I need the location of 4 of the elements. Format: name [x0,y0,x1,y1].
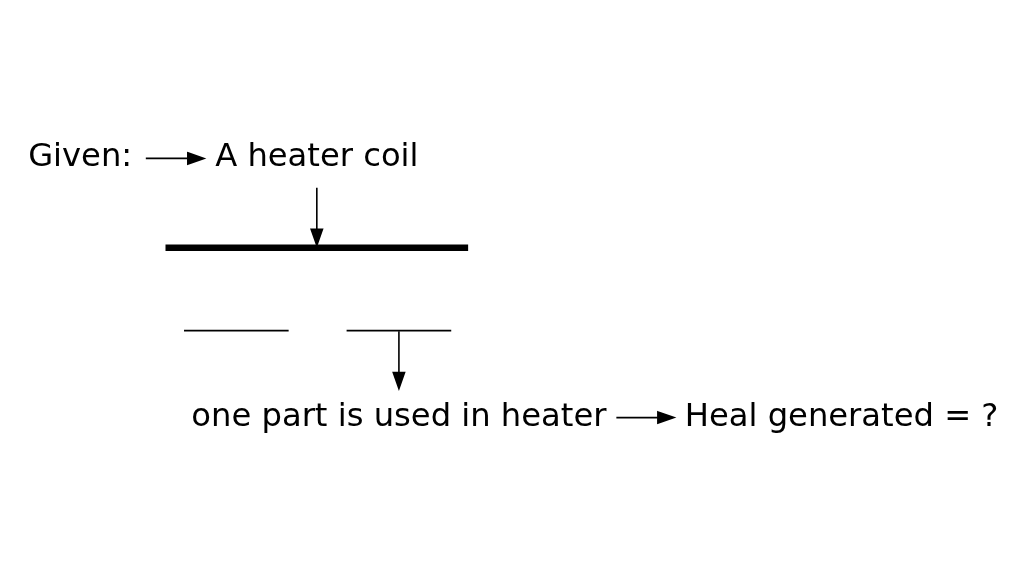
node-text: A heater coil [215,136,419,175]
node-text: Given: [28,136,133,175]
node-text: one part is used in heater [191,395,607,434]
node-text: Heal generated = ? [684,395,999,434]
